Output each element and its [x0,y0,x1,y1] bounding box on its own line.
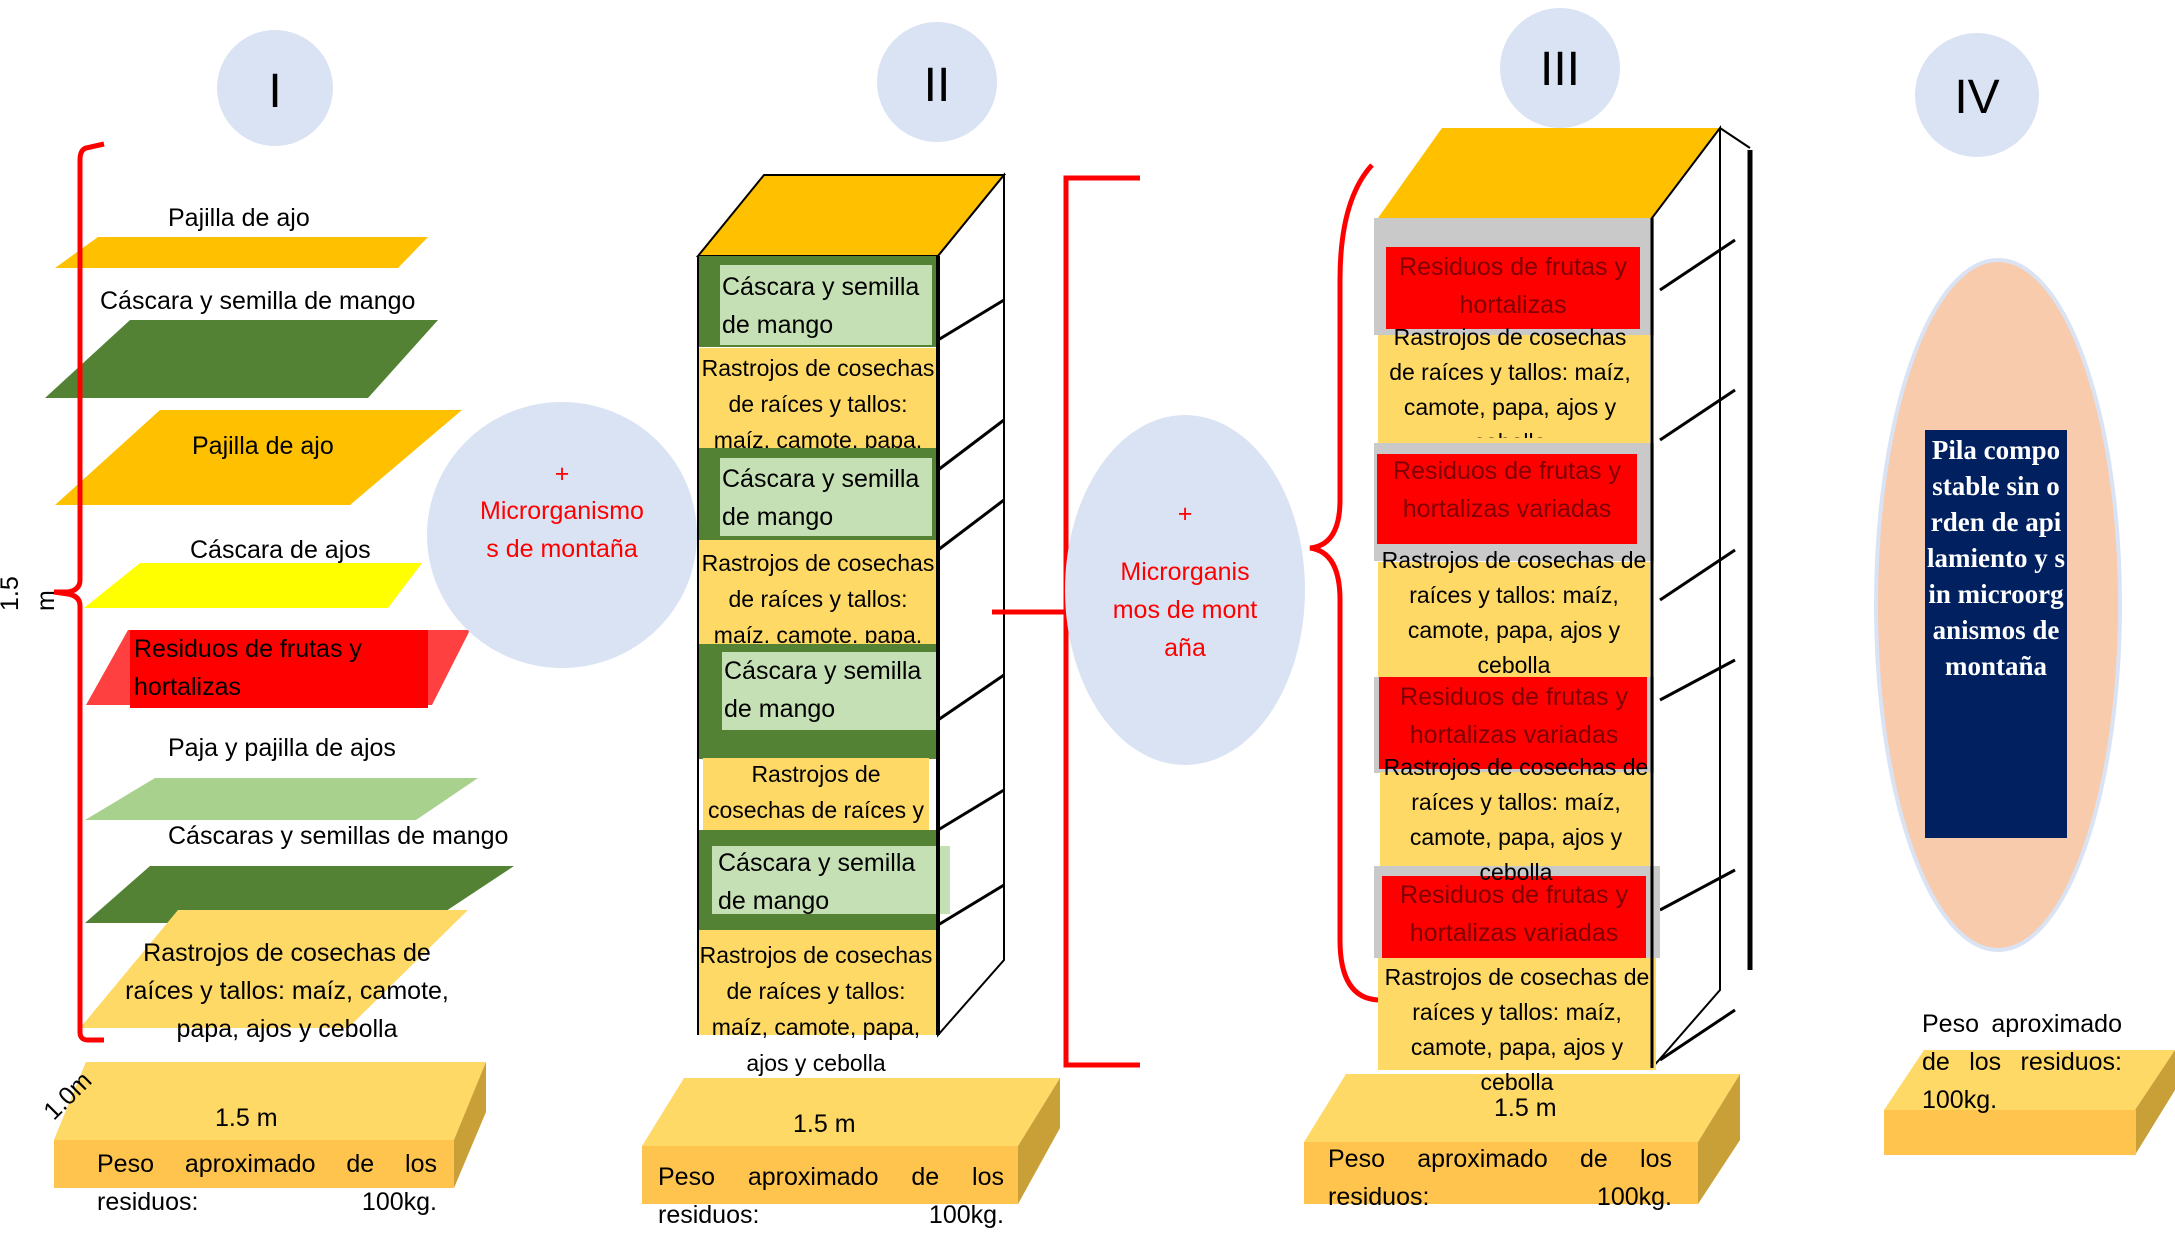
layer-rastrojos [80,910,468,1028]
numeral-i: I [268,65,282,118]
bracket-right [1063,175,1140,1068]
col2-mango-label: Cáscara y semilla de mango [722,465,920,531]
width-label-3: 1.5 m [1494,1094,1557,1122]
col2-rastrojos-label: Rastrojos de cosechas de raíces y [707,761,925,823]
base-front-2 [642,1146,1018,1204]
numeral-circle-1 [217,30,333,146]
weight-label-3: Peso aproximado de los residuos: 100kg. [1328,1145,1672,1211]
stack2-rastrojos-2 [698,540,936,644]
microorganism-bubble-left [427,402,697,668]
stack3-top [1378,128,1720,218]
col1-layer-label: Pajilla de ajo [168,204,310,232]
layer-pajilla-1 [55,237,428,268]
col3-rastrojos-label: Rastrojos de cosechas de raíces y tallos… [1384,964,1650,1095]
numeral-circle-2 [877,22,997,142]
base-front-1 [54,1140,454,1188]
col2-mango-label: Cáscara y semilla de mango [718,849,916,915]
col1-layer-label: Pajilla de ajo [192,432,334,460]
col1-layer-label: Rastrojos de cosechas de raíces y tallos… [125,939,449,1043]
height-brace-3 [1309,163,1379,1003]
base-side-3 [1698,1074,1740,1204]
stack2-rastrojos-3 [703,758,929,830]
weight-label-4: Peso aproximado de los residuos: 100kg. [1922,1010,2122,1114]
bubble-right-text: Microrganismos de montaña [1112,558,1258,662]
col2-mango-label: Cáscara y semilla de mango [724,657,922,723]
bubble-right-plus: + [1177,500,1193,528]
layer-pajilla-2 [55,410,462,505]
layer-cascara-ajos [84,563,422,608]
stack3-frutas-3 [1379,677,1647,769]
col3-frutas-label: Residuos de frutas y hortalizas [1399,253,1627,319]
col3-frutas-label: Residuos de frutas y hortalizas variadas [1400,881,1628,947]
col2-mango-label: Cáscara y semilla de mango [722,273,920,339]
numeral-circle-4 [1915,33,2039,157]
col1-layer-label: Cáscara y semilla de mango [100,287,416,315]
pile-label-box [1925,430,2067,838]
base-side-1 [454,1062,486,1188]
stack3-frutas-2 [1377,454,1637,544]
bubble-left-text: Microrganismos de montaña [480,497,644,563]
layer-mango-2 [85,866,514,923]
height-label: 1.5 m [0,576,60,611]
stack2-rastrojos-1 [698,348,936,448]
col1-layer-label: Residuos de frutas y hortalizas [134,635,362,701]
stack3-rastrojos-2 [1378,562,1650,677]
base-top-2 [642,1078,1060,1146]
height-brace-1 [53,141,105,1043]
numeral-circle-3 [1500,8,1620,128]
pile-label: Pila compostable sin orden de apilamient… [1927,435,2065,681]
col1-layer-label: Cáscara de ajos [190,536,371,564]
stack3-side-marks [1659,238,1736,1062]
layer-residuos [130,630,428,708]
col1-layer-label: Cáscaras y semillas de mango [168,822,509,850]
col3-rastrojos-label: Rastrojos de cosechas de raíces y tallos… [1389,324,1631,438]
stack3-frutas-1 [1386,247,1640,329]
layer-mango-1 [45,320,438,398]
numeral-iv: IV [1954,71,2000,124]
base-top-3 [1304,1074,1740,1142]
stack2-mango-4 [712,846,950,914]
col2-rastrojos-label: Rastrojos de cosechas de raíces y tallos… [699,942,933,1076]
stack3-frutas-4 [1382,876,1646,964]
numeral-ii: II [923,59,951,112]
stack2-mango-3 [722,652,936,730]
base-side-2 [1018,1078,1060,1204]
stack2-rastrojos-4 [698,930,936,1035]
base-top-face-1 [54,1062,486,1140]
width-label-1: 1.5 m [215,1104,278,1132]
layer-paja-ajos [85,778,478,820]
stack3-rastrojos-1 [1378,335,1650,443]
col2-rastrojos-label: Rastrojos de cosechas de raíces y tallos… [701,355,935,448]
weight-label-1: Peso aproximado de los residuos: 100kg. [97,1150,437,1216]
base-top-4 [1884,1050,2175,1110]
stack3-back-link [1719,127,1751,149]
base-front-4 [1884,1110,2136,1155]
numeral-iii: III [1539,43,1580,96]
stack3-rastrojos-4 [1378,958,1656,1070]
microorganism-bubble-right [1065,415,1305,765]
base-front-3 [1304,1142,1698,1204]
width-label-2: 1.5 m [793,1110,856,1138]
stack2-mango-1 [720,265,932,345]
weight-label-2: Peso aproximado de los residuos: 100kg. [658,1163,1004,1229]
col3-frutas-label: Residuos de frutas y hortalizas variadas [1393,457,1621,523]
stack2-mango-2 [720,458,932,536]
col3-rastrojos-label: Rastrojos de cosechas de raíces y tallos… [1381,547,1647,678]
bubble-left-plus: + [554,460,570,488]
col3-frutas-label: Residuos de frutas y hortalizas variadas [1400,683,1628,749]
stack2-side-marks [937,298,1005,927]
col2-rastrojos-label: Rastrojos de cosechas de raíces y tallos… [701,550,935,643]
base-side-4 [2135,1050,2175,1155]
col3-rastrojos-label: Rastrojos de cosechas de raíces y tallos… [1383,754,1649,885]
col1-layer-label: Paja y pajilla de ajos [168,734,396,762]
